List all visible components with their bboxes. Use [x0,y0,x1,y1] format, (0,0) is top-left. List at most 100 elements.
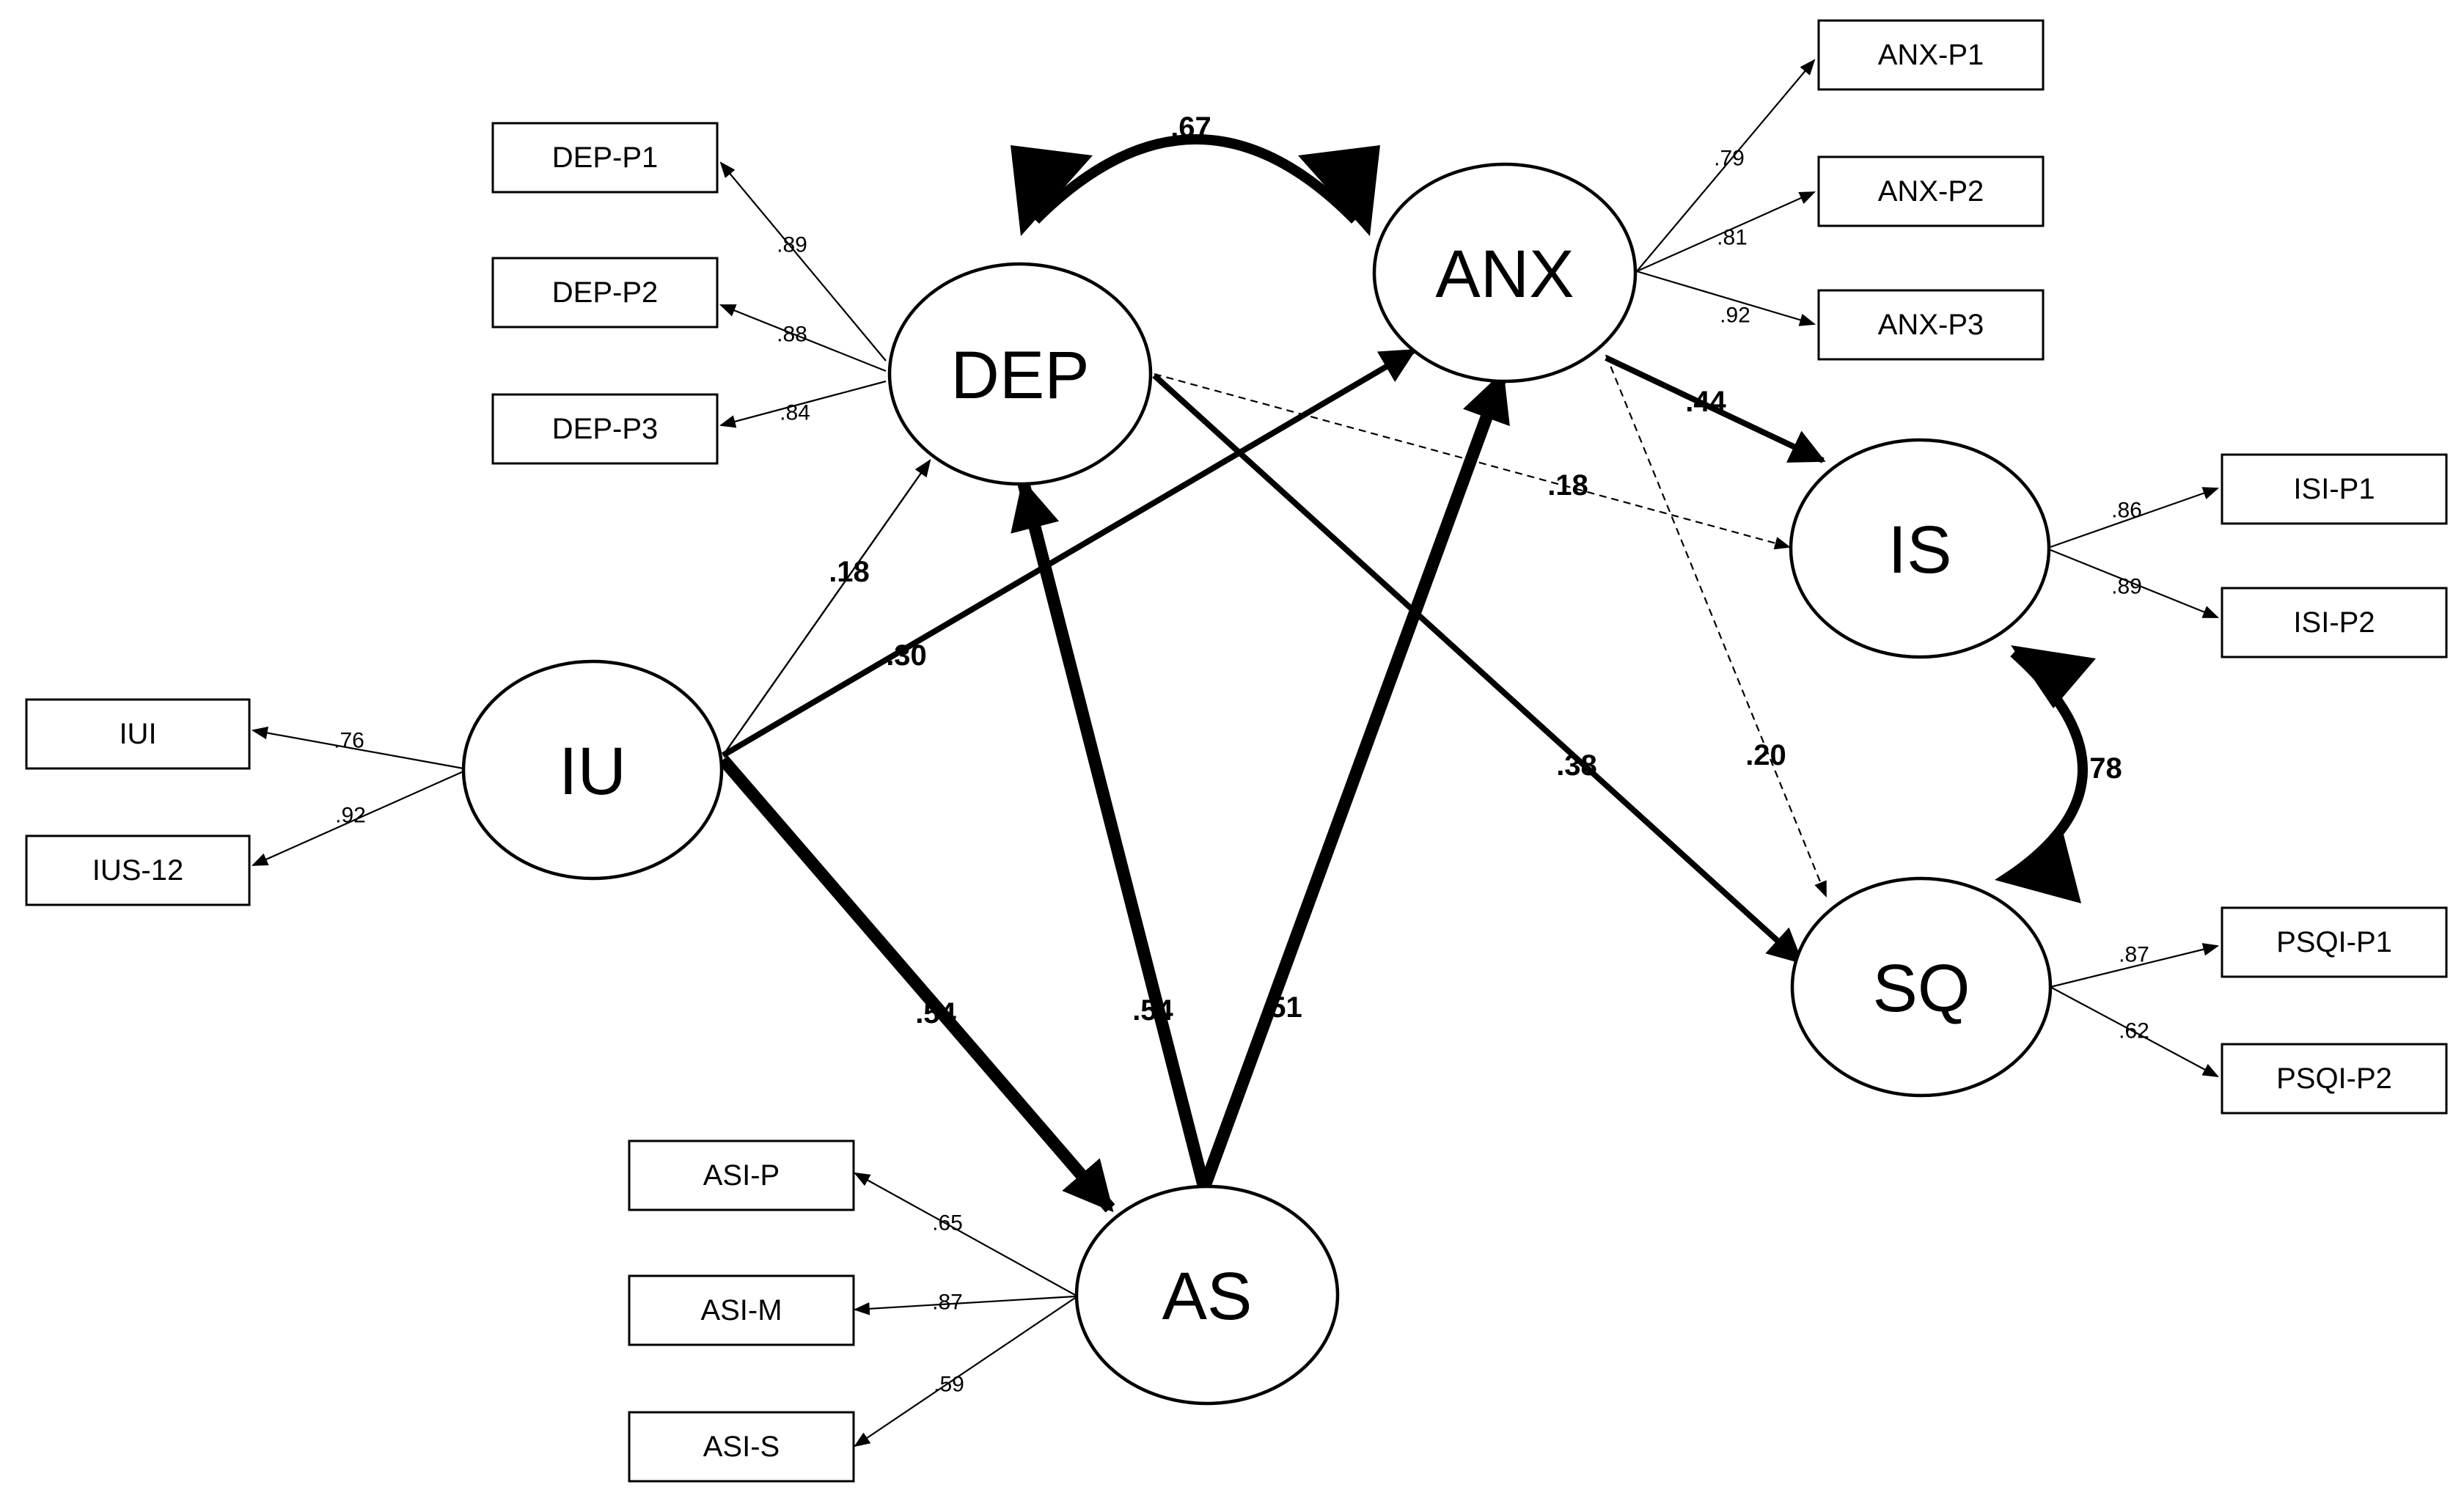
indicator-asi-s: ASI-S [628,1411,855,1483]
loading-label-anx-p2: .81 [1717,226,1748,250]
svg-text:DEP-P2: DEP-P2 [552,276,659,309]
path-anx-is [1605,355,1826,463]
svg-text:ASI-M: ASI-M [700,1294,782,1326]
cov-is-sq-head-top [2011,645,2096,708]
indicator-psqi-p1: PSQI-P1 [2221,906,2448,978]
covariance-heads [1011,145,2096,903]
svg-text:ANX-P1: ANX-P1 [1878,39,1984,71]
latent-sq: SQ [1790,876,2053,1098]
path-label-dep-sq: .38 [1556,749,1597,782]
svg-text:PSQI-P1: PSQI-P1 [2276,926,2392,958]
path-label-iu-as: .54 [915,997,956,1030]
indicator-iui: IUI [25,698,251,770]
svg-text:IUS-12: IUS-12 [92,854,184,887]
loading-psqi-p1 [2050,943,2220,988]
latent-is: IS [1789,438,2051,659]
indicator-ius-12: IUS-12 [25,834,251,906]
loading-dep-p2 [719,304,887,373]
indicator-dep-p2: DEP-P2 [491,257,719,329]
loading-lines [251,59,2220,1447]
svg-text:ANX-P2: ANX-P2 [1878,175,1984,208]
svg-text:ISI-P2: ISI-P2 [2293,606,2375,639]
svg-text:DEP-P3: DEP-P3 [552,413,659,445]
svg-text:ASI-P: ASI-P [703,1159,780,1192]
loading-label-asi-m: .87 [932,1291,963,1315]
latent-anx: ANX [1372,162,1638,383]
svg-text:ISI-P1: ISI-P1 [2293,473,2375,505]
path-label-as-anx: .51 [1261,991,1302,1024]
loading-label-asi-s: .59 [934,1373,964,1397]
loading-label-isi-p1: .86 [2111,499,2142,523]
loading-iui [251,726,464,770]
cov-is-sq-head-bottom [1995,834,2081,903]
path-label-dep-anx-cov: .67 [1170,111,1211,144]
loading-label-dep-p2: .88 [777,323,807,347]
latent-dep: DEP [887,262,1153,486]
path-iu-anx [721,348,1417,758]
indicator-anx-p1: ANX-P1 [1817,19,2045,91]
loading-label-anx-p1: .79 [1714,147,1745,171]
loading-asi-s [854,1297,1076,1447]
svg-text:AS: AS [1162,1259,1253,1334]
svg-text:IU: IU [559,734,626,809]
loading-label-dep-p3: .84 [780,401,810,425]
path-label-is-sq-cov: .78 [2081,752,2122,785]
indicator-asi-m: ASI-M [628,1274,855,1346]
loading-label-isi-p2: .89 [2111,575,2142,599]
path-labels: .67 .78 .18 .30 .54 .54 .51 .44 .18 .38 … [829,111,2122,1030]
latent-as: AS [1074,1184,1340,1406]
loading-psqi-p2 [2050,986,2219,1078]
path-label-as-dep: .54 [1132,994,1173,1027]
loading-label-dep-p1: .89 [777,233,807,257]
loading-label-asi-p: .65 [932,1211,963,1236]
loading-asi-m [853,1295,1076,1315]
path-label-iu-anx: .30 [886,639,927,672]
latent-variables: DEP ANX IU IS SQ AS [461,162,2053,1406]
path-label-dep-is: .18 [1547,469,1588,502]
indicator-isi-p2: ISI-P2 [2221,587,2448,658]
svg-text:ASI-S: ASI-S [703,1431,780,1463]
loading-label-iui: .76 [334,729,364,753]
path-dep-sq [1152,373,1803,964]
indicator-anx-p2: ANX-P2 [1817,155,2045,227]
cov-dep-anx-head-left [1011,145,1093,236]
loading-label-psqi-p2: .62 [2119,1019,2149,1043]
indicator-dep-p3: DEP-P3 [491,393,719,465]
svg-text:ANX: ANX [1435,237,1574,312]
indicator-isi-p1: ISI-P1 [2221,453,2448,525]
svg-text:DEP: DEP [950,338,1089,413]
structural-paths [718,134,2088,1213]
loading-isi-p1 [2050,487,2220,548]
cov-dep-anx [1032,134,1359,224]
svg-text:DEP-P1: DEP-P1 [552,142,659,174]
loading-dep-p3 [719,380,887,428]
svg-text:ANX-P3: ANX-P3 [1878,309,1984,341]
indicator-dep-p1: DEP-P1 [491,122,719,194]
loading-label-ius-12: .92 [335,804,366,828]
path-label-anx-is: .44 [1685,386,1726,418]
path-iu-dep [722,459,931,756]
loading-labels: .89 .88 .84 .79 .81 .92 .76 .92 .86 .89 … [334,147,2149,1397]
path-label-iu-dep: .18 [829,556,870,588]
indicator-asi-p: ASI-P [628,1139,855,1211]
loading-ius-12 [251,770,464,867]
cov-dep-anx-head-right [1298,145,1380,236]
loading-dep-p1 [719,161,887,362]
indicator-psqi-p2: PSQI-P2 [2221,1043,2448,1115]
svg-text:IUI: IUI [119,718,156,750]
indicator-anx-p3: ANX-P3 [1817,289,2045,361]
loading-label-psqi-p1: .87 [2119,943,2149,967]
path-label-anx-sq: .20 [1745,739,1786,771]
path-iu-as [718,755,1115,1213]
indicator-boxes: DEP-P1 DEP-P2 DEP-P3 ANX-P1 ANX-P2 ANX-P… [25,19,2448,1483]
svg-text:IS: IS [1888,513,1952,587]
loading-anx-p3 [1636,270,1816,326]
loading-asi-p [854,1172,1076,1296]
path-as-dep [1011,479,1211,1190]
path-anx-sq [1605,354,1827,898]
path-as-anx [1198,370,1510,1190]
loading-anx-p1 [1636,59,1816,272]
latent-iu: IU [461,659,724,881]
loading-anx-p2 [1636,191,1816,273]
